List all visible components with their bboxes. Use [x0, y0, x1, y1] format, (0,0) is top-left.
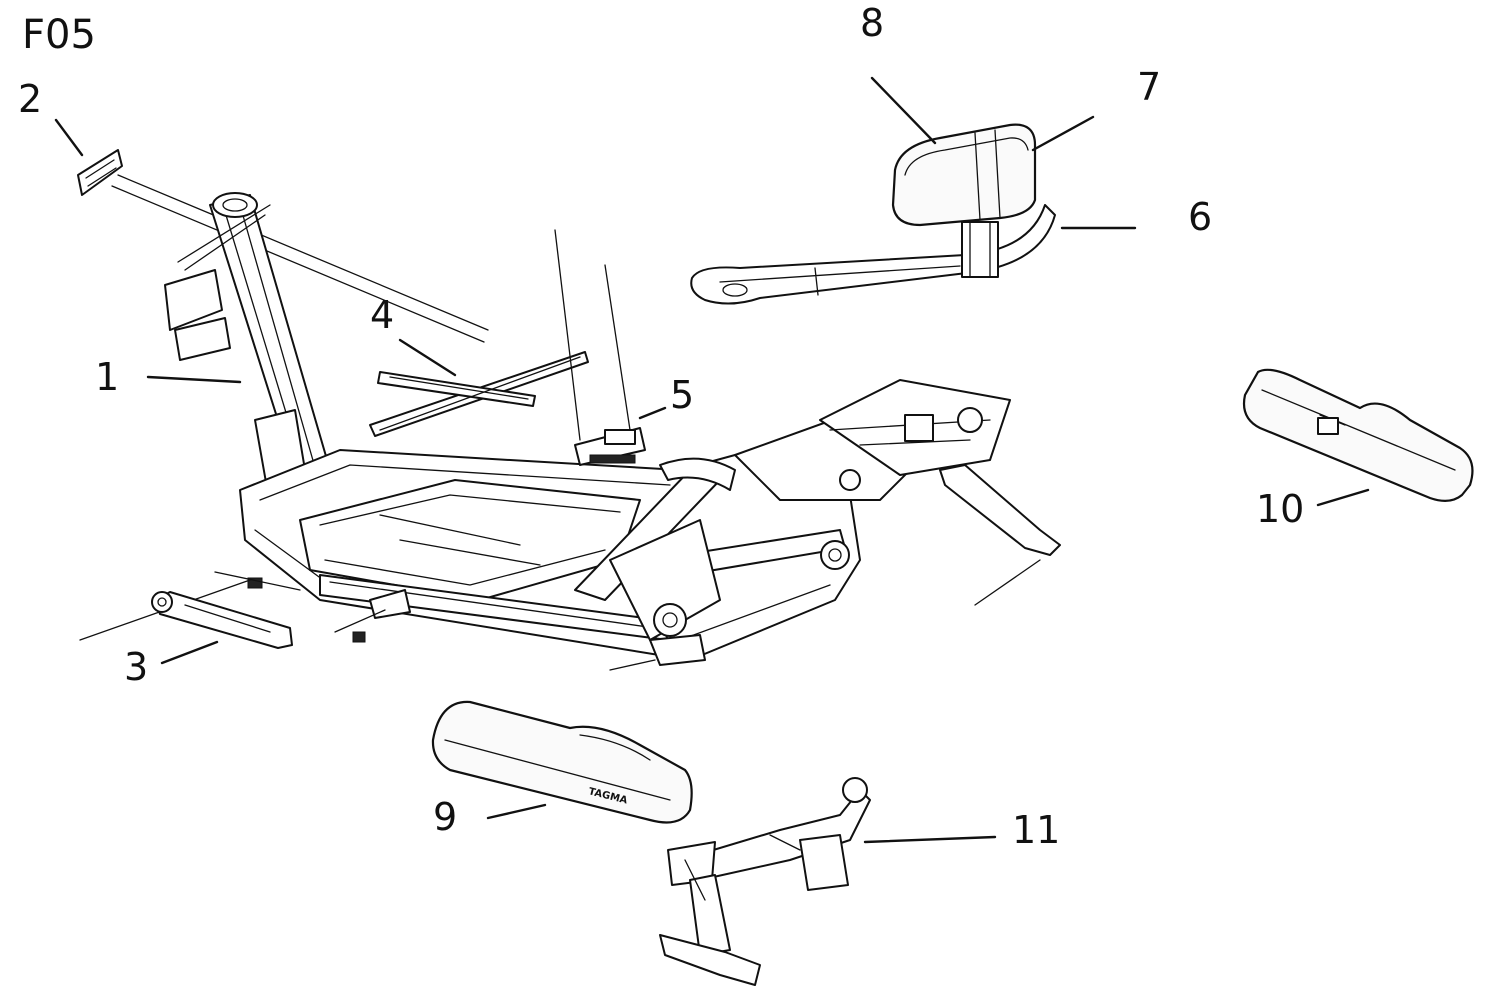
leader-lines: [54, 76, 1370, 844]
leader-2: [54, 118, 84, 157]
leader-1: [146, 375, 242, 384]
leader-5: [638, 406, 667, 420]
callout-10: 10: [1256, 487, 1304, 531]
callout-numbers: 2 1 3 4 5 6 7 8 9 10 11: [18, 1, 1304, 852]
leader-8: [870, 76, 937, 145]
part-10-armrest-pad-right: [1242, 368, 1474, 502]
part-2-bracket-plate: [77, 149, 489, 343]
callout-6: 6: [1188, 195, 1212, 239]
callout-4: 4: [370, 293, 394, 337]
callout-2: 2: [18, 77, 42, 121]
leader-9: [486, 803, 547, 820]
part-5-latch: [574, 427, 646, 466]
callout-5: 5: [670, 373, 694, 417]
part-1-seat-frame: [79, 192, 1061, 671]
leader-11: [863, 835, 997, 844]
callout-7: 7: [1137, 65, 1161, 109]
part-6-headrest-arm: [690, 204, 1056, 305]
callout-3: 3: [124, 645, 148, 689]
part-3-release-lever: [151, 591, 293, 649]
callout-8: 8: [860, 1, 884, 45]
leader-10: [1316, 488, 1370, 507]
callout-9: 9: [433, 795, 457, 839]
callout-11: 11: [1012, 808, 1060, 852]
part-7-8-headrest-pad: [891, 123, 1037, 227]
leader-4: [398, 338, 457, 377]
callout-1: 1: [95, 355, 119, 399]
part-9-armrest-pad-left: TAGMA: [431, 700, 693, 824]
leader-7: [1031, 115, 1095, 152]
figure-code: F05: [22, 12, 96, 58]
part-4-cross-straps: [369, 229, 631, 441]
part-11-armrest-support: [659, 777, 871, 986]
leader-3: [160, 640, 219, 665]
